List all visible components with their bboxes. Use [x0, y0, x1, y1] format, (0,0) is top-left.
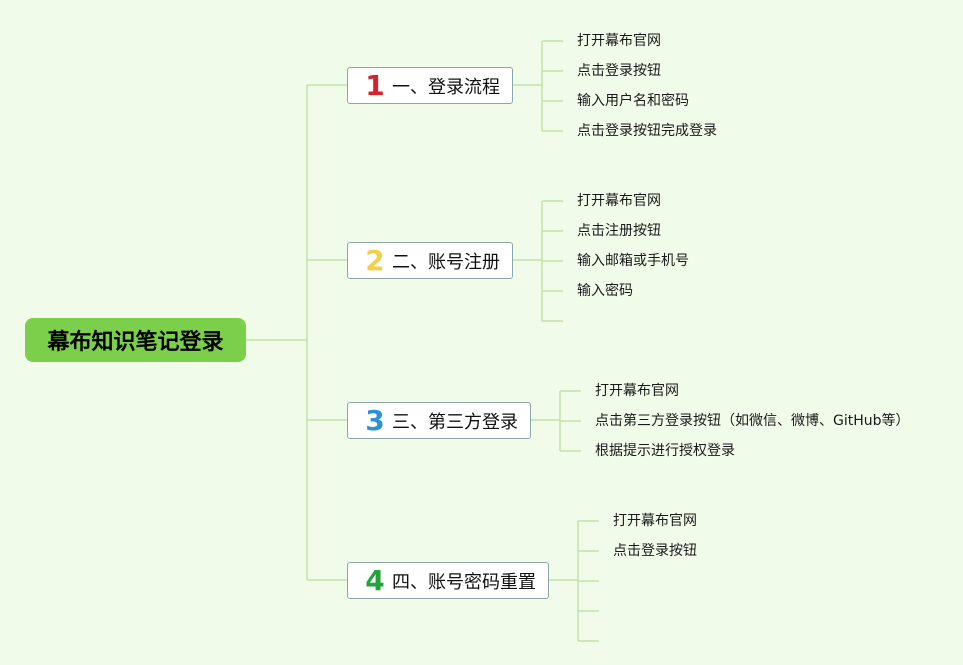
branch-label: 三、第三方登录 — [392, 411, 518, 433]
leaf-item[interactable]: 点击登录按钮完成登录 — [577, 123, 717, 139]
leaf-item[interactable]: 打开幕布官网 — [613, 513, 697, 529]
leaf-item[interactable]: 打开幕布官网 — [577, 33, 661, 49]
leaf-item[interactable]: 输入密码 — [577, 283, 633, 299]
number-four-icon: 4 — [365, 563, 385, 597]
branch-node-account-register[interactable]: 2 二、账号注册 — [347, 242, 513, 279]
branch-node-third-party-login[interactable]: 3 三、第三方登录 — [347, 402, 531, 439]
root-label: 幕布知识笔记登录 — [47, 330, 224, 355]
leaf-item[interactable]: 点击登录按钮 — [613, 543, 697, 559]
leaf-item[interactable]: 根据提示进行授权登录 — [595, 443, 735, 459]
branch-label: 一、登录流程 — [392, 76, 500, 98]
leaf-item[interactable]: 打开幕布官网 — [577, 193, 661, 209]
number-two-icon: 2 — [365, 243, 385, 277]
leaf-item[interactable]: 点击注册按钮 — [577, 223, 661, 239]
number-three-icon: 3 — [365, 403, 385, 437]
leaf-item[interactable]: 点击第三方登录按钮（如微信、微博、GitHub等） — [595, 413, 910, 429]
leaf-item[interactable]: 打开幕布官网 — [595, 383, 679, 399]
branch-node-login-process[interactable]: 1 一、登录流程 — [347, 67, 513, 104]
leaf-item[interactable]: 输入邮箱或手机号 — [577, 253, 689, 269]
branch-label: 四、账号密码重置 — [392, 571, 536, 593]
branch-label: 二、账号注册 — [392, 251, 500, 273]
leaf-item[interactable]: 点击登录按钮 — [577, 63, 661, 79]
number-one-icon: 1 — [365, 68, 385, 102]
branch-node-password-reset[interactable]: 4 四、账号密码重置 — [347, 562, 549, 599]
leaf-item[interactable]: 输入用户名和密码 — [577, 93, 689, 109]
mindmap-root-node[interactable]: 幕布知识笔记登录 — [25, 318, 246, 362]
